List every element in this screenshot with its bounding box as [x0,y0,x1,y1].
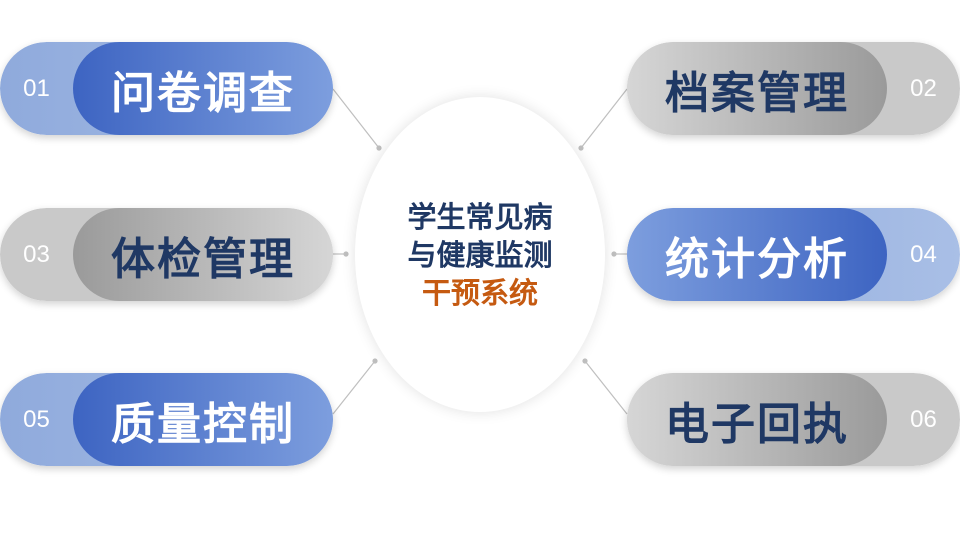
connector-02 [580,88,628,149]
module-number: 03 [23,240,50,268]
module-pill-inner [73,42,333,135]
connector-dot-02 [578,145,584,151]
module-number: 04 [910,240,937,268]
center-title-line-1: 学生常见病 [407,199,553,234]
module-e-receipt[interactable]: 电子回执 06 [627,373,960,466]
connector-dot-06 [582,358,588,364]
module-label: 问卷调查 [111,67,295,119]
module-number: 05 [23,405,50,433]
connector-dot-03 [343,251,349,257]
module-label: 统计分析 [665,233,849,285]
connector-dot-05 [372,358,378,364]
module-pill-inner [627,373,887,466]
module-number: 06 [910,405,937,433]
connector-06 [584,360,628,415]
connector-05 [332,360,376,415]
center-title-line-3: 干预系统 [421,275,538,310]
module-records[interactable]: 档案管理 02 [627,42,960,135]
connector-dot-01 [376,145,382,151]
module-physical-exam[interactable]: 03 体检管理 [0,208,333,301]
module-quality-control[interactable]: 05 质量控制 [0,373,333,466]
module-label: 体检管理 [111,233,295,285]
center-title-line-2: 与健康监测 [407,237,553,272]
module-pill-inner [627,208,887,301]
module-number: 01 [23,74,50,102]
module-pill-inner [627,42,887,135]
module-label: 档案管理 [665,67,849,119]
module-pill-inner [73,208,333,301]
center-hub: 学生常见病 与健康监测 干预系统 [355,97,605,412]
module-label: 电子回执 [665,398,849,450]
module-questionnaire[interactable]: 01 问卷调查 [0,42,333,135]
module-statistics[interactable]: 统计分析 04 [627,208,960,301]
connector-01 [332,88,380,149]
module-label: 质量控制 [111,398,295,450]
connector-dot-04 [611,251,617,257]
module-number: 02 [910,74,937,102]
module-pill-inner [73,373,333,466]
